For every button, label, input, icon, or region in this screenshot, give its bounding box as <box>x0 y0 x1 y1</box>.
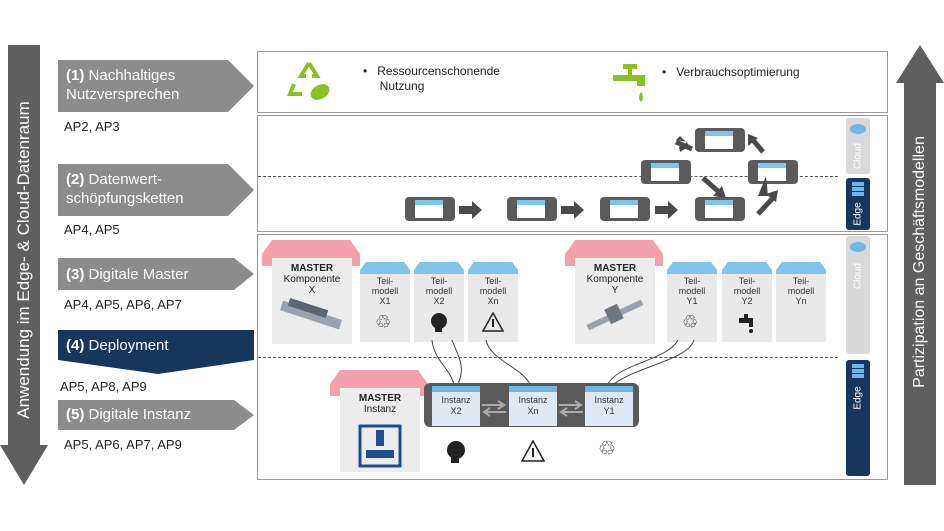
cloud-icon <box>850 242 866 252</box>
left-big-arrow <box>0 45 48 485</box>
server-icon <box>852 182 864 196</box>
warning-temperature-icon <box>521 440 545 462</box>
cloud-badge: Cloud <box>846 118 870 174</box>
panel-sustainability <box>257 51 888 113</box>
master-instanz-card <box>330 370 428 472</box>
step-1-aps: AP2, AP3 <box>64 119 120 134</box>
step-4-title: (4) Deployment <box>66 337 169 354</box>
step-3-title: (3) Digitale Master <box>66 266 189 283</box>
cloud-edge-divider <box>258 176 838 177</box>
cloud-badge-label: Cloud <box>852 262 864 290</box>
step-5-title: (5) Digitale Instanz <box>66 406 192 423</box>
recycle-icon: ♲ <box>375 312 392 332</box>
cloud-badge-label: Cloud <box>852 142 864 170</box>
edge-badge: Edge <box>846 360 870 476</box>
exchange-arrows-icon <box>482 400 506 417</box>
step-4-deployment-shape <box>58 330 254 374</box>
ai-head-icon <box>447 441 465 463</box>
cloud-edge-divider-2 <box>258 357 838 358</box>
recycle-icon: ♲ <box>598 438 616 460</box>
master-x-card <box>262 240 360 344</box>
step-5-chevron <box>58 400 254 430</box>
exchange-arrows-icon <box>559 400 583 417</box>
step-4-aps: AP5, AP8, AP9 <box>60 379 147 394</box>
deployment-connectors <box>431 339 695 385</box>
water-tap-icon <box>739 314 753 333</box>
step-2-title: (2) Datenwert-schöpfungsketten <box>66 171 184 207</box>
server-icon <box>852 364 864 378</box>
cloud-badge: Cloud <box>846 236 870 354</box>
water-tap-icon <box>613 64 645 102</box>
step-5-aps: AP5, AP6, AP7, AP9 <box>64 437 182 452</box>
edge-badge-label: Edge <box>852 386 864 410</box>
chain-node <box>641 160 691 184</box>
right-big-arrow <box>896 45 944 485</box>
bullet-ressourcen: • Ressourcenschonende Nutzung <box>363 64 500 93</box>
step-3-chevron <box>58 258 254 290</box>
right-arrow-label: Partizipation an Geschäftsmodellen <box>911 136 928 388</box>
ai-head-icon <box>431 313 447 332</box>
chain-node <box>695 128 745 152</box>
left-arrow-label: Anwendung im Edge- & Cloud-Datenraum <box>14 101 33 419</box>
chain-node <box>695 197 745 221</box>
chain-node <box>405 197 455 221</box>
step-3-aps: AP4, AP5, AP6, AP7 <box>64 297 182 312</box>
bullet-verbrauch: • Verbrauchsoptimierung <box>662 65 800 79</box>
chain-arrows <box>459 134 778 219</box>
recycle-leaf-icon <box>287 61 330 100</box>
recycle-icon: ♲ <box>682 312 699 332</box>
chain-node <box>600 197 650 221</box>
chain-node <box>748 160 798 184</box>
chain-node <box>507 197 557 221</box>
edge-badge: Edge <box>846 178 870 230</box>
warning-temperature-icon <box>482 312 504 332</box>
step-2-aps: AP4, AP5 <box>64 222 120 237</box>
step-1-chevron <box>58 60 254 112</box>
cloud-icon <box>850 124 866 134</box>
edge-badge-label: Edge <box>852 202 864 226</box>
master-y-card <box>565 240 663 344</box>
step-2-chevron <box>58 164 254 216</box>
